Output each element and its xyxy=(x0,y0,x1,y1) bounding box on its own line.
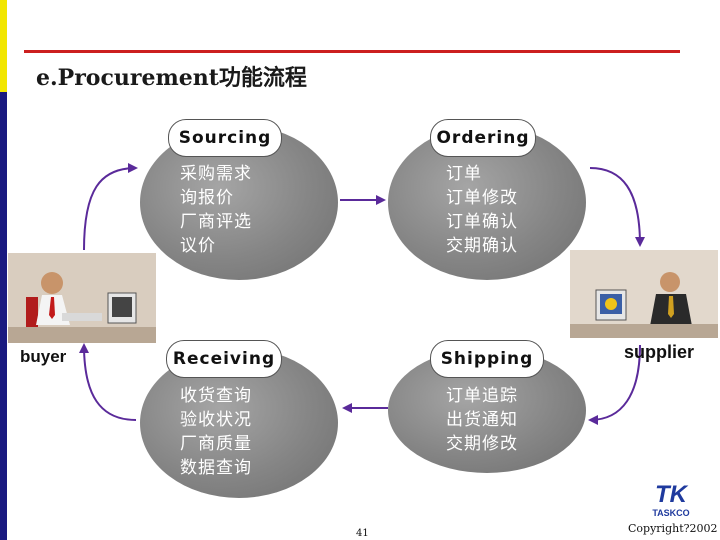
sourcing-item-list: 采购需求 询报价 厂商评选 议价 xyxy=(180,162,252,258)
shipping-item: 交期修改 xyxy=(446,434,518,454)
sourcing-item: 询报价 xyxy=(180,188,234,208)
ordering-item: 交期确认 xyxy=(446,236,518,256)
copyright: Copyright?2002 xyxy=(628,522,718,535)
sourcing-item: 议价 xyxy=(180,236,216,256)
ordering-item: 订单 xyxy=(446,164,482,184)
logo-mark: TK xyxy=(655,481,689,508)
supplier-label: supplier xyxy=(624,342,695,362)
title-rule xyxy=(24,50,680,53)
shipping-item: 订单追踪 xyxy=(446,386,518,406)
arrow-supplier-to-shipping xyxy=(588,344,641,425)
ordering-item: 订单修改 xyxy=(446,188,518,208)
page-title: e.Procurement功能流程 xyxy=(36,65,307,91)
left-accent-bar-top xyxy=(0,0,7,92)
receiving-label: Receiving xyxy=(166,340,282,378)
arrow-ordering-to-supplier xyxy=(589,167,645,247)
sourcing-item: 采购需求 xyxy=(180,164,252,184)
taskco-logo: TK TASKCO xyxy=(644,474,698,520)
sourcing-label: Sourcing xyxy=(168,119,282,157)
logo-name: TASKCO xyxy=(652,508,689,518)
ordering-item: 订单确认 xyxy=(446,212,518,232)
left-accent-bar xyxy=(0,0,7,540)
shipping-item-list: 订单追踪 出货通知 交期修改 xyxy=(446,384,518,456)
receiving-item: 验收状况 xyxy=(180,410,252,430)
page-number: 41 xyxy=(356,528,369,539)
receiving-item-list: 收货查询 验收状况 厂商质量 数据查询 xyxy=(180,384,252,480)
shipping-label: Shipping xyxy=(430,340,544,378)
receiving-item: 收货查询 xyxy=(180,386,252,406)
buyer-photo xyxy=(8,253,156,343)
arrow-receiving-to-buyer xyxy=(79,343,137,421)
ordering-item-list: 订单 订单修改 订单确认 交期确认 xyxy=(446,162,518,258)
arrow-buyer-to-sourcing xyxy=(83,163,138,251)
receiving-item: 厂商质量 xyxy=(180,434,252,454)
ordering-label: Ordering xyxy=(430,119,536,157)
buyer-label: buyer xyxy=(20,347,67,366)
receiving-item: 数据查询 xyxy=(180,458,252,478)
shipping-item: 出货通知 xyxy=(446,410,518,430)
supplier-photo xyxy=(570,250,718,338)
sourcing-item: 厂商评选 xyxy=(180,212,252,232)
